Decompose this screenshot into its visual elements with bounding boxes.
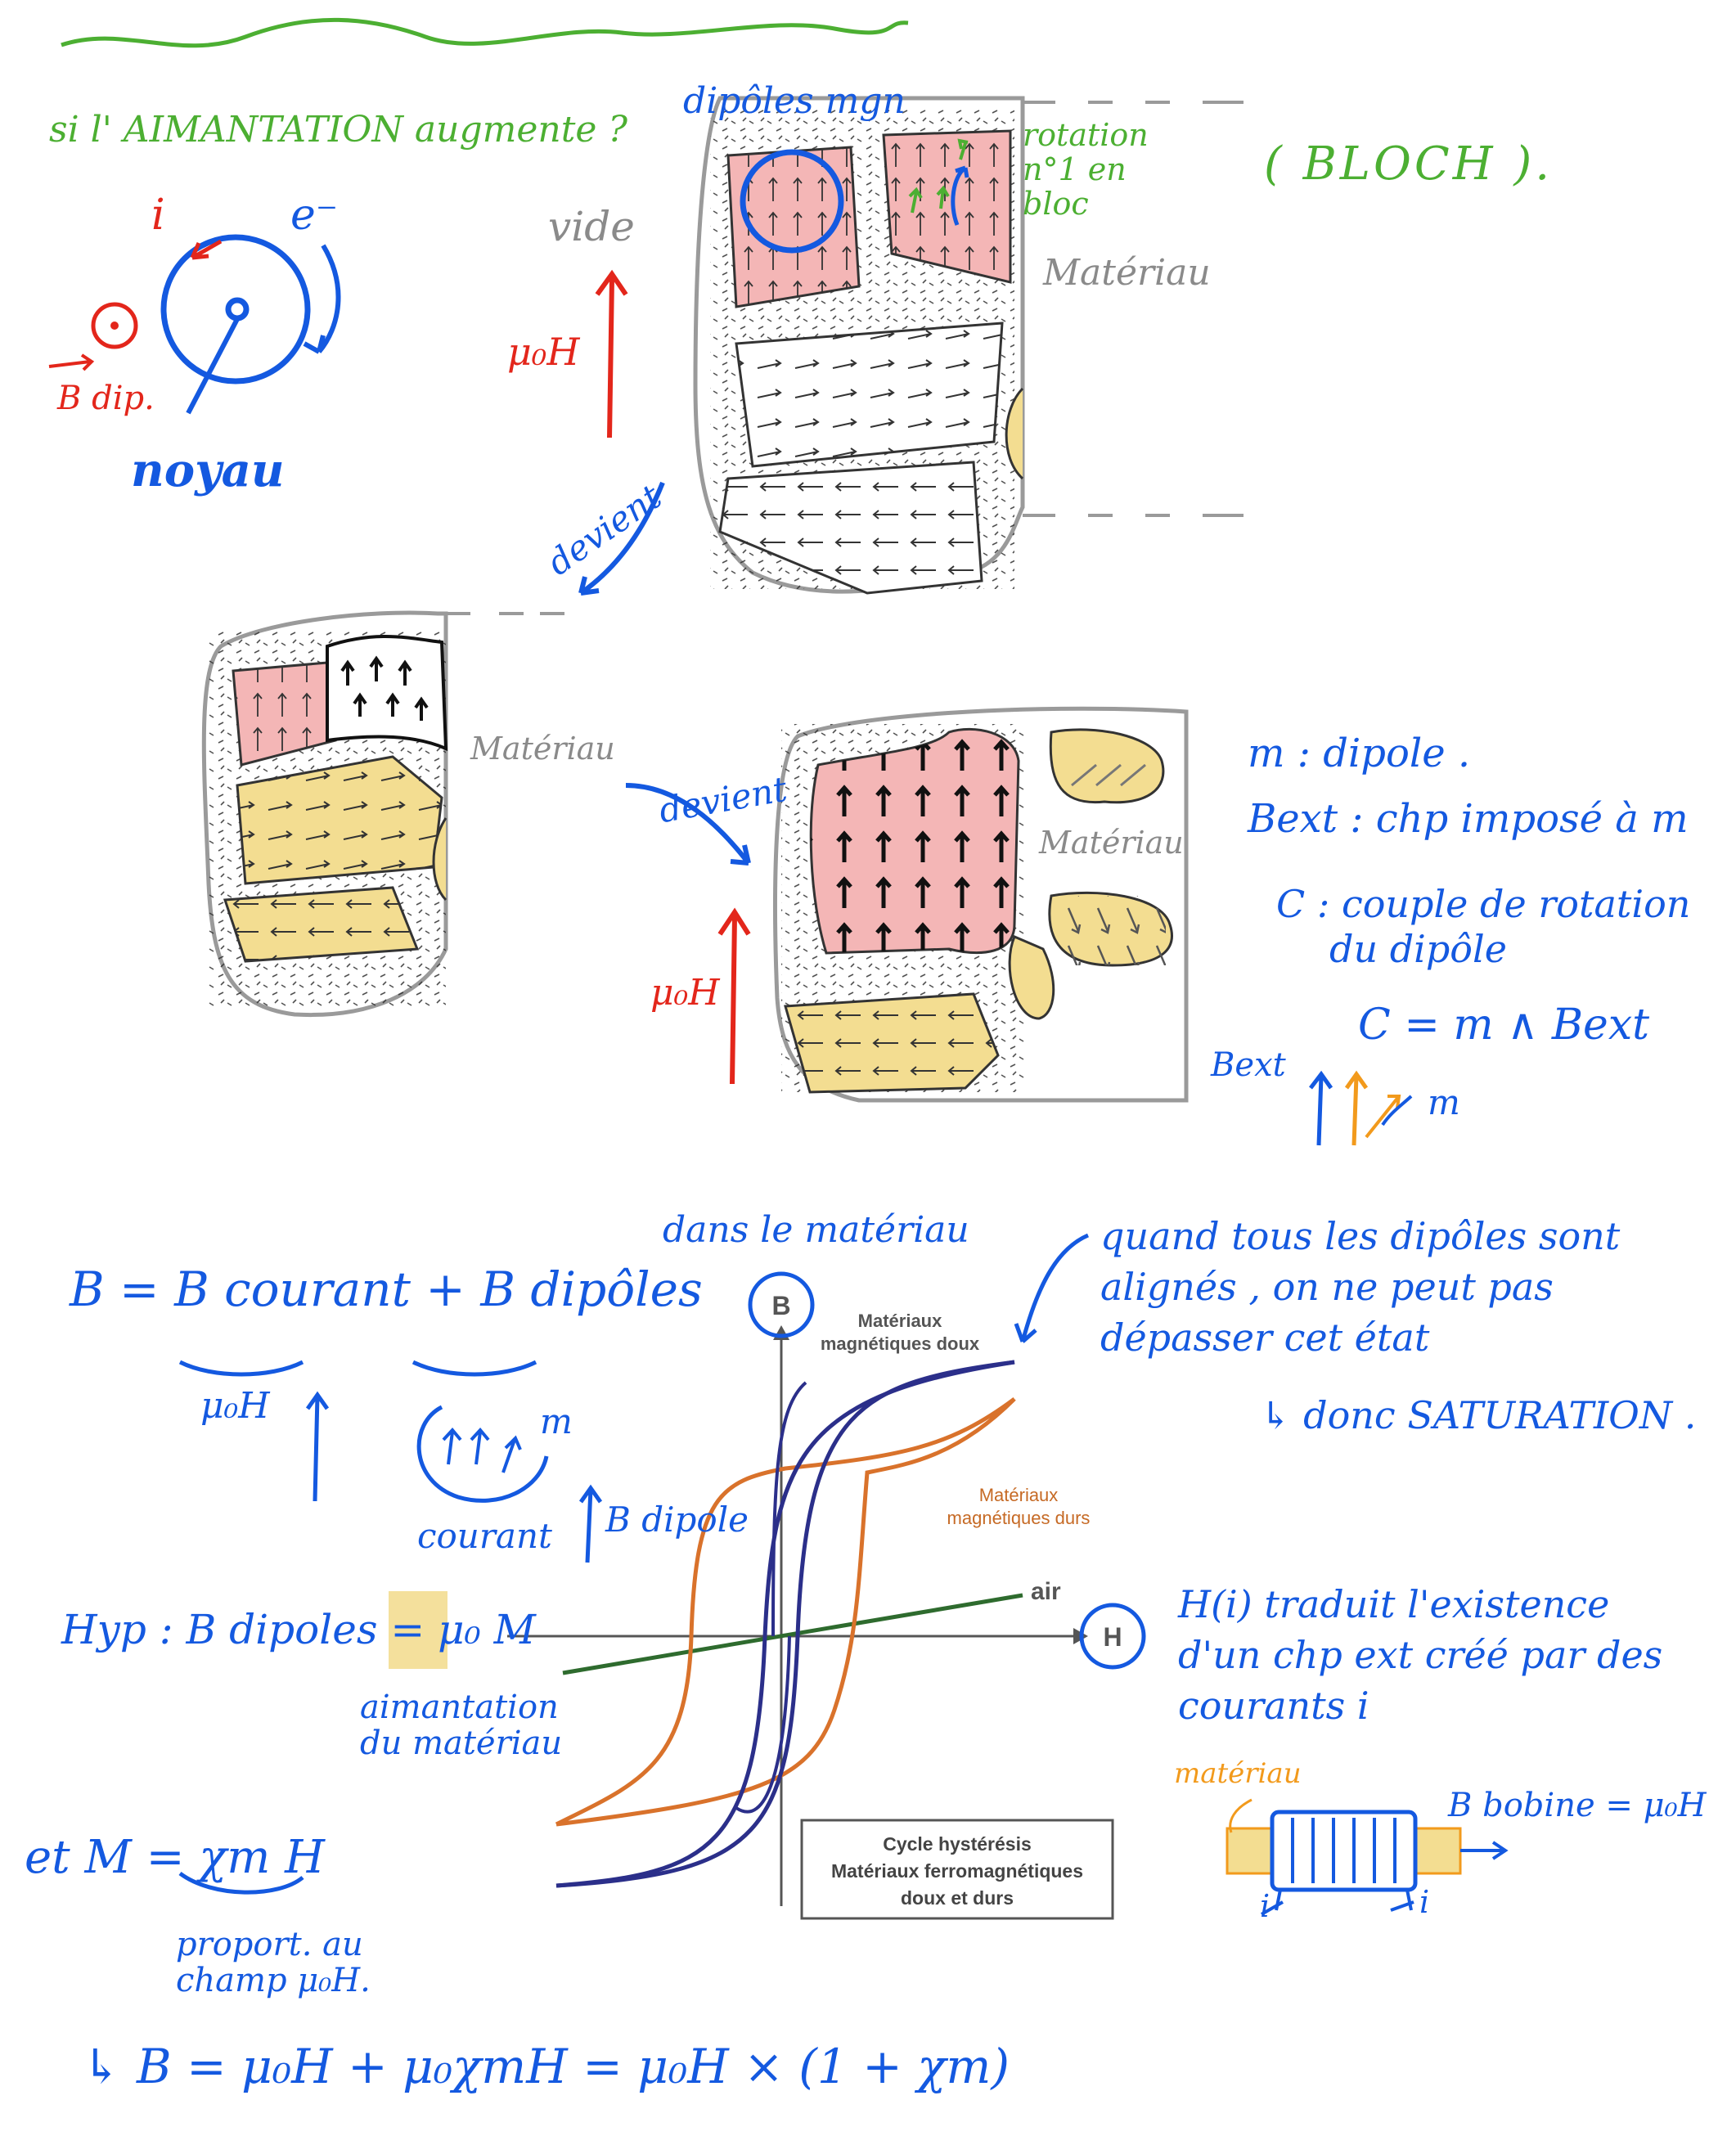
- label-vec-bext: Bext: [1211, 1046, 1286, 1084]
- label-quand: quand tous les dipôles sont alignés , on…: [1100, 1214, 1621, 1360]
- label-vide: vide: [548, 203, 635, 250]
- label-i-left: i: [1260, 1888, 1271, 1924]
- label-materiau-coil: matériau: [1174, 1757, 1302, 1790]
- label-bloch: ( BLOCH ).: [1264, 137, 1554, 191]
- label-durs-2: magnétiques durs: [947, 1508, 1091, 1528]
- label-proport: proport. au champ μ₀H.: [176, 1926, 371, 1999]
- label-m-bottom: m: [540, 1401, 573, 1441]
- equation-b: B = B courant + B dipôles: [70, 1261, 703, 1317]
- air-line: [562, 1593, 1023, 1675]
- label-saturation: ↳ donc SATURATION .: [1260, 1393, 1697, 1437]
- label-muoh-bottom: μ₀H: [200, 1385, 270, 1427]
- label-materiau-right: Matériau: [1039, 825, 1184, 861]
- note-couple: C : couple de rotation: [1276, 882, 1691, 926]
- label-courant: courant: [417, 1516, 552, 1556]
- label-muoh-top: μ₀H: [507, 330, 580, 374]
- label-muoh-middle: μ₀H: [650, 972, 720, 1014]
- label-bdipole: B dipole: [605, 1500, 749, 1540]
- label-doux-2: magnétiques doux: [821, 1333, 980, 1354]
- note-du-dipole: du dipôle: [1329, 927, 1507, 971]
- legend-line-2: Matériaux ferromagnétiques: [831, 1860, 1083, 1882]
- note-m-dipole: m : dipole .: [1248, 731, 1471, 776]
- label-electron: e⁻: [290, 191, 339, 240]
- curve-doux-2: [555, 1360, 1015, 1888]
- label-doux-1: Matériaux: [858, 1311, 942, 1331]
- atom-circle: [160, 234, 311, 384]
- final-equation: ↳ B = μ₀H + μ₀χmH = μ₀H × (1 + χm): [82, 2039, 1010, 2094]
- label-durs-1: Matériaux: [979, 1485, 1059, 1505]
- chart-xlabel: H: [1103, 1622, 1122, 1652]
- label-hi: H(i) traduit l'existence d'un chp ext cr…: [1178, 1582, 1663, 1729]
- label-i: i: [151, 191, 165, 240]
- label-vec-m: m: [1428, 1082, 1460, 1122]
- label-materiau-left: Matériau: [470, 731, 615, 767]
- chart-ylabel: B: [771, 1291, 790, 1320]
- label-dans-materiau: dans le matériau: [663, 1209, 969, 1251]
- hyp-line: Hyp : B dipoles = μ₀ M: [61, 1606, 536, 1653]
- et-m-line: et M = χm H: [25, 1831, 325, 1884]
- curve-doux-1: [555, 1360, 1015, 1888]
- label-i-right: i: [1419, 1884, 1430, 1920]
- label-dipoles: dipôles mgn: [683, 80, 906, 122]
- label-noyau: noyau: [131, 443, 285, 497]
- label-bbobine: B bobine = μ₀H: [1448, 1787, 1707, 1824]
- label-aimantation: aimantation du matériau: [360, 1689, 563, 1762]
- label-materiau-top: Matériau: [1043, 252, 1211, 294]
- note-bext: Bext : chp imposé à m: [1248, 796, 1689, 842]
- label-air: air: [1031, 1578, 1061, 1605]
- legend-line-3: doux et durs: [901, 1887, 1014, 1909]
- label-bdip: B dip.: [57, 380, 155, 417]
- label-rotation: rotation n°1 en bloc: [1023, 117, 1149, 222]
- legend-box: [800, 1819, 1114, 1920]
- note-formula-c: C = m ∧ Bext: [1358, 1001, 1650, 1050]
- legend-line-1: Cycle hystérésis: [883, 1833, 1032, 1855]
- question: si l' AIMANTATION augmente ?: [49, 109, 628, 151]
